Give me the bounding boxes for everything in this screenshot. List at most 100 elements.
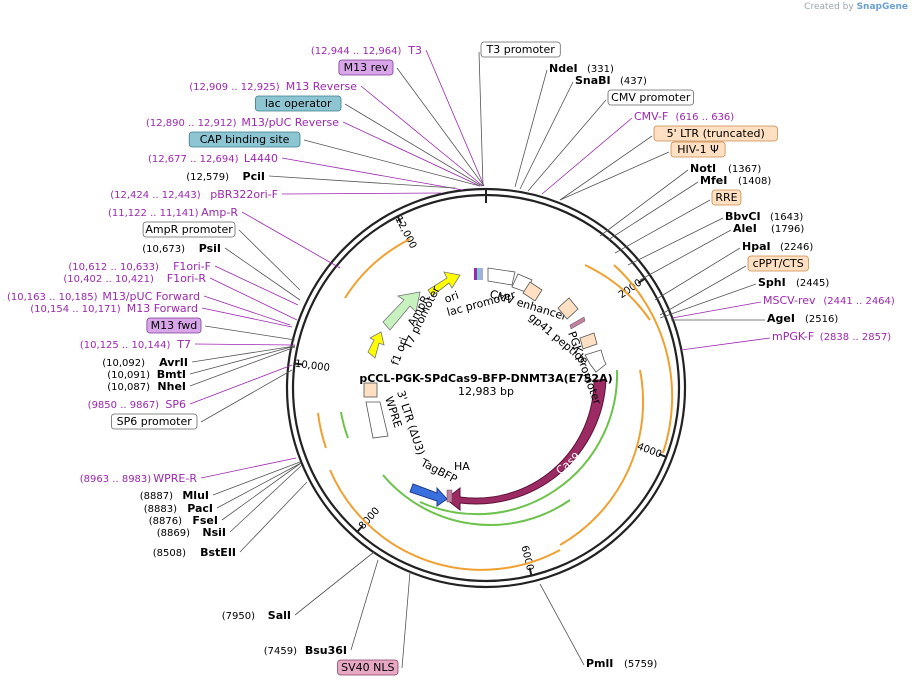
sv40-nls-box[interactable] — [337, 659, 399, 676]
noti-label[interactable]: NotI — [690, 162, 716, 175]
bmti-label[interactable]: BmtI — [157, 368, 186, 381]
leader-line — [659, 265, 747, 316]
sp6-promoter-label: SP6 promoter — [117, 415, 193, 428]
ampr-promoter-box[interactable] — [142, 221, 236, 238]
t7-label[interactable]: T7 — [176, 338, 191, 351]
pmli-position: (5759) — [624, 659, 657, 670]
hpai-label[interactable]: HpaI — [742, 240, 771, 253]
leader-line — [214, 265, 299, 306]
f1ori-r-label[interactable]: F1ori-R — [167, 272, 207, 285]
tick-mark — [356, 525, 364, 533]
t3-label[interactable]: T3 — [407, 44, 422, 57]
bsu36i-label[interactable]: Bsu36I — [305, 644, 347, 657]
psii-label[interactable]: PsiI — [199, 242, 221, 255]
leader-line — [191, 345, 296, 363]
avrii-position: (10,092) — [102, 358, 145, 369]
leader-line — [239, 481, 308, 553]
f1ori-f-label[interactable]: F1ori-F — [173, 260, 211, 273]
cap-binding-site-box[interactable] — [188, 131, 301, 148]
nsii-label[interactable]: NsiI — [202, 526, 226, 539]
avrii-label[interactable]: AvrII — [159, 356, 188, 369]
rre-box[interactable] — [711, 189, 742, 206]
snabi-position: (437) — [620, 76, 647, 87]
m13-fwd-box[interactable] — [146, 317, 202, 334]
tick-label: 6000 — [518, 545, 535, 572]
tick-mark — [658, 453, 667, 458]
leader-line — [200, 369, 293, 423]
hpai-position: (2246) — [780, 242, 813, 253]
m13-rev-label: M13 rev — [344, 61, 389, 74]
mscv-rev-label[interactable]: MSCV-rev — [763, 294, 816, 307]
m13-puc-reverse-label[interactable]: M13/pUC Reverse — [241, 116, 339, 129]
tagbfp-arrow[interactable] — [409, 483, 448, 507]
mlui-label[interactable]: MluI — [182, 489, 209, 502]
bsu36i-position: (7459) — [264, 646, 297, 657]
cas9-arrow[interactable] — [445, 379, 607, 512]
leader-line — [607, 181, 699, 241]
rre-block — [557, 297, 579, 320]
ampr-arrow[interactable] — [382, 291, 421, 331]
l4440-label[interactable]: L4440 — [244, 152, 278, 165]
agei-label[interactable]: AgeI — [767, 312, 795, 325]
sphi-label[interactable]: SphI — [758, 276, 786, 289]
nhei-label[interactable]: NheI — [157, 380, 186, 393]
paci-label[interactable]: PacI — [187, 502, 213, 515]
m13-puc-reverse-position: (12,890 .. 12,912) — [146, 118, 237, 129]
leader-line — [401, 571, 411, 669]
ndei-label[interactable]: NdeI — [549, 62, 578, 75]
mpgk-f-label[interactable]: mPGK-F — [772, 330, 814, 343]
mfei-position: (1408) — [738, 176, 771, 187]
gp41-block — [569, 316, 586, 330]
t3-promoter-label: T3 promoter — [486, 43, 556, 56]
m13-puc-forward-label[interactable]: M13/pUC Forward — [102, 290, 200, 303]
band-cppt — [584, 264, 651, 321]
snabi-label[interactable]: SnaBI — [575, 74, 611, 87]
ha-tag-block — [446, 489, 453, 503]
leader-line — [659, 283, 757, 319]
leader-line — [344, 103, 483, 187]
m13-rev-box[interactable] — [338, 59, 394, 76]
sp6-label[interactable]: SP6 — [165, 398, 186, 411]
bsteii-label[interactable]: BstEII — [200, 546, 236, 559]
f1-ori-arrow[interactable] — [367, 331, 385, 359]
leader-line — [396, 67, 485, 187]
mfei-label[interactable]: MfeI — [700, 174, 727, 187]
snapgene-credit: Created by SnapGene — [804, 2, 908, 12]
fsei-label[interactable]: FseI — [192, 514, 218, 527]
bmti-position: (10,091) — [107, 370, 150, 381]
amp-r-label[interactable]: Amp-R — [201, 206, 238, 219]
leader-line — [224, 247, 301, 301]
sp6-promoter-box[interactable] — [111, 413, 198, 430]
cap-block — [480, 268, 483, 280]
rre-label: RRE — [715, 191, 737, 204]
leader-line — [200, 457, 297, 479]
pbr322ori-f-label[interactable]: pBR322ori-F — [210, 188, 278, 201]
m13-reverse-label[interactable]: M13 Reverse — [286, 80, 357, 93]
ori-arrow[interactable] — [427, 271, 461, 297]
wpre-block — [365, 401, 389, 439]
hiv-1-box[interactable] — [670, 141, 726, 158]
pcii-position: (12,579) — [186, 172, 229, 183]
bbvci-label[interactable]: BbvCI — [725, 210, 761, 223]
sali-label[interactable]: SalI — [268, 609, 291, 622]
band-outer-right — [613, 264, 674, 454]
leader-line — [189, 345, 296, 375]
psii-position: (10,673) — [142, 244, 185, 255]
leader-line — [627, 217, 724, 266]
t3-promoter-box[interactable] — [480, 41, 561, 58]
ampr-promoter-label: AmpR promoter — [145, 223, 233, 236]
wpre-r-label[interactable]: WPRE-R — [153, 472, 197, 485]
alei-label[interactable]: AleI — [733, 222, 757, 235]
cmv-f-label[interactable]: CMV-F — [634, 110, 668, 123]
5-ltr-truncated-box[interactable] — [653, 125, 778, 142]
sv40-nls-label: SV40 NLS — [341, 661, 394, 674]
cmv-promoter-box[interactable] — [607, 89, 694, 106]
m13-forward-label[interactable]: M13 Forward — [127, 302, 198, 315]
cppt-cts-box[interactable] — [747, 255, 809, 272]
pcii-label[interactable]: PciI — [243, 170, 265, 183]
paci-position: (8883) — [144, 504, 177, 515]
f1ori-f-position: (10,612 .. 10,633) — [68, 262, 159, 273]
pgk-promoter-block — [584, 349, 607, 373]
lac-operator-box[interactable] — [254, 95, 342, 112]
pmli-label[interactable]: PmlI — [586, 657, 613, 670]
